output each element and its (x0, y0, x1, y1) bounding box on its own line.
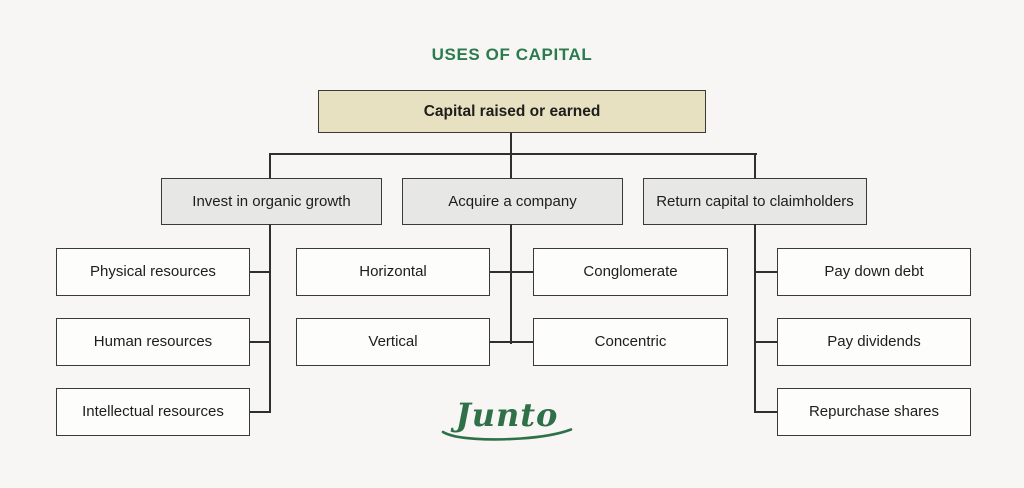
connector-stub-intellectual (250, 411, 270, 413)
junto-logo-swash-icon (441, 427, 573, 441)
node-conglomerate: Conglomerate (533, 248, 728, 296)
connector-stub-human (250, 341, 270, 343)
node-horizontal: Horizontal (296, 248, 490, 296)
diagram-title: USES OF CAPITAL (431, 45, 593, 64)
connector-stub-pay-down-debt (756, 271, 777, 273)
connector-drop-branch-3 (754, 153, 756, 178)
connector-right-spine (754, 224, 756, 413)
node-vertical: Vertical (296, 318, 490, 366)
connector-stub-horizontal-conglomerate (490, 271, 533, 273)
connector-stub-pay-dividends (756, 341, 777, 343)
node-capital-raised-or-earned: Capital raised or earned (318, 90, 706, 133)
junto-logo-text: Junto (455, 396, 559, 434)
node-invest-in-organic-growth: Invest in organic growth (161, 178, 382, 225)
connector-middle-spine (510, 224, 512, 344)
node-repurchase-shares: Repurchase shares (777, 388, 971, 436)
connector-left-spine (269, 224, 271, 413)
connector-root-stem (510, 133, 512, 178)
connector-drop-branch-1 (269, 153, 271, 178)
connector-stub-repurchase-shares (756, 411, 777, 413)
node-human-resources: Human resources (56, 318, 250, 366)
node-return-capital-to-claimholders: Return capital to claimholders (643, 178, 867, 225)
node-physical-resources: Physical resources (56, 248, 250, 296)
node-intellectual-resources: Intellectual resources (56, 388, 250, 436)
node-pay-down-debt: Pay down debt (777, 248, 971, 296)
node-pay-dividends: Pay dividends (777, 318, 971, 366)
node-acquire-a-company: Acquire a company (402, 178, 623, 225)
junto-logo: Junto (432, 396, 582, 441)
connector-stub-physical (250, 271, 270, 273)
node-concentric: Concentric (533, 318, 728, 366)
connector-branch-bus (269, 153, 757, 155)
connector-stub-vertical-concentric (490, 341, 533, 343)
